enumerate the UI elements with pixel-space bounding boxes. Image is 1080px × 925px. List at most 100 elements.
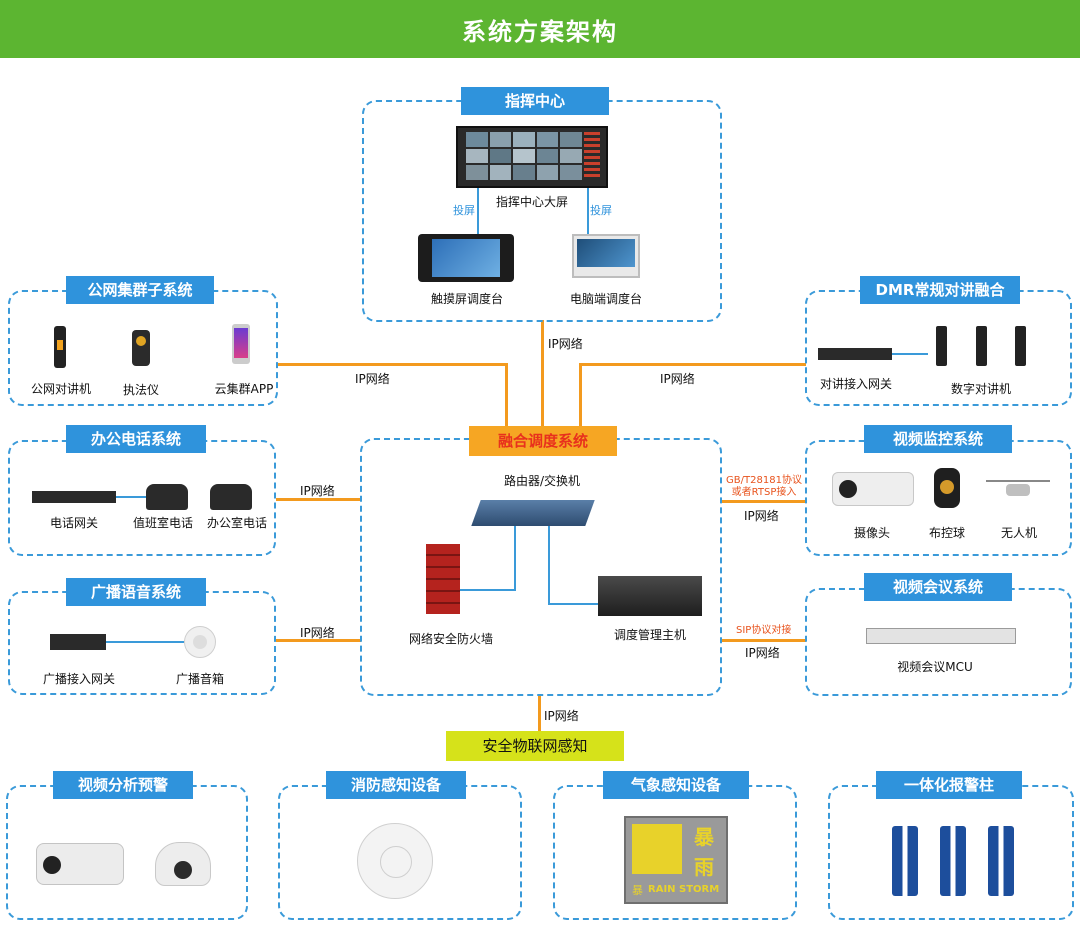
drone-image [986, 478, 1050, 500]
office-phone-item-2: 值班室电话 [132, 516, 193, 530]
link-label-video-conf: IP网络 [745, 646, 780, 660]
video-conf-header: 视频会议系统 [864, 573, 1012, 601]
firewall-image [426, 544, 460, 614]
speaker-image [184, 626, 216, 658]
rainstorm-sign-image: 暴 雨 暴 RAIN STORM [624, 816, 728, 904]
link-right-top-h [579, 363, 806, 366]
alarm-column-2-image [940, 826, 966, 896]
dmr-gateway-image [818, 348, 892, 360]
gb-note-line-1: GB/T28181协议 [726, 475, 802, 486]
alarm-column-3-image [988, 826, 1014, 896]
broadcast-item-1: 广播接入网关 [42, 672, 115, 686]
phone-gateway-image [32, 491, 116, 503]
video-conf-item-1: 视频会议MCU [897, 660, 973, 674]
command-center-header: 指挥中心 [461, 87, 609, 115]
link-phone [276, 498, 361, 501]
office-phone-item-1: 电话网关 [49, 516, 98, 530]
alarm-column-1-image [892, 826, 918, 896]
office-phone-image [210, 484, 252, 510]
router-firewall-v [514, 526, 516, 590]
firewall-label: 网络安全防火墙 [408, 632, 493, 646]
duty-phone-image [146, 484, 188, 510]
office-phone-item-3: 办公室电话 [206, 516, 267, 530]
touch-console-label: 触摸屏调度台 [430, 292, 503, 306]
body-camera-image [132, 330, 150, 366]
iot-header: 安全物联网感知 [446, 731, 624, 761]
dmr-radio-3-image [1015, 326, 1026, 366]
dmr-radio-1-image [936, 326, 947, 366]
link-label-broadcast: IP网络 [300, 626, 335, 640]
public-cluster-item-3: 云集群APP [214, 382, 274, 396]
link-video-conf [722, 639, 806, 642]
link-top [541, 320, 544, 427]
radio-device-image [54, 326, 66, 368]
link-video-monitor [722, 500, 806, 503]
link-right-top-v [579, 363, 582, 427]
weather-sensing-header: 气象感知设备 [603, 771, 749, 799]
link-left-top-v [505, 363, 508, 427]
phone-gateway-line [116, 496, 146, 498]
sign-mid-char: 雨 [694, 855, 714, 879]
cast-label-left: 投屏 [453, 204, 475, 217]
gb-note-line-2: 或者RTSP接入 [731, 487, 797, 498]
host-image [598, 576, 702, 616]
mcu-image [866, 628, 1016, 644]
broadcast-item-2: 广播音箱 [175, 672, 224, 686]
dmr-gateway-label: 对讲接入网关 [819, 377, 892, 391]
router-image [471, 500, 595, 526]
sign-top-char: 暴 [694, 825, 714, 849]
router-firewall-h [456, 589, 516, 591]
host-label: 调度管理主机 [613, 628, 686, 642]
dome-camera-image [155, 842, 211, 886]
video-monitor-item-2: 布控球 [928, 526, 965, 540]
page-title: 系统方案架构 [0, 0, 1080, 58]
big-screen-label: 指挥中心大屏 [495, 195, 568, 209]
link-label-video-monitor: IP网络 [744, 509, 779, 523]
fire-sensing-header: 消防感知设备 [326, 771, 466, 799]
pc-console-label: 电脑端调度台 [569, 292, 642, 306]
smoke-detector-image [357, 823, 433, 899]
router-host-v [548, 526, 550, 604]
cast-label-right: 投屏 [590, 204, 612, 217]
pc-console-image [572, 234, 640, 278]
touch-console-image [418, 234, 514, 282]
broadcast-gateway-image [50, 634, 106, 650]
alarm-column-header: 一体化报警柱 [876, 771, 1022, 799]
dmr-header: DMR常规对讲融合 [860, 276, 1020, 304]
video-monitor-item-3: 无人机 [1000, 526, 1037, 540]
public-cluster-item-2: 执法仪 [122, 383, 159, 397]
link-label-right-top: IP网络 [660, 372, 695, 386]
office-phone-header: 办公电话系统 [66, 425, 206, 453]
big-screen-image [456, 126, 608, 188]
link-left-top-h [278, 363, 507, 366]
link-label-phone: IP网络 [300, 484, 335, 498]
sign-small-char: 暴 [632, 884, 643, 897]
link-label-top: IP网络 [548, 337, 583, 351]
link-label-iot: IP网络 [544, 709, 579, 723]
cast-line-left [477, 188, 479, 234]
public-cluster-header: 公网集群子系统 [66, 276, 214, 304]
link-label-left-top: IP网络 [355, 372, 390, 386]
ptz-ball-image [934, 468, 960, 508]
router-label: 路由器/交换机 [503, 474, 581, 488]
router-host-h [548, 603, 598, 605]
dmr-radio-label: 数字对讲机 [950, 382, 1011, 396]
gb-note: GB/T28181协议 或者RTSP接入 [724, 475, 804, 499]
broadcast-header: 广播语音系统 [66, 578, 206, 606]
bullet-camera-image [36, 843, 124, 885]
public-cluster-item-1: 公网对讲机 [30, 382, 91, 396]
broadcast-line [106, 641, 184, 643]
dmr-gateway-line [892, 353, 928, 355]
video-monitor-item-1: 摄像头 [853, 526, 890, 540]
camera-image [832, 472, 914, 506]
video-monitor-header: 视频监控系统 [864, 425, 1012, 453]
link-broadcast [276, 639, 361, 642]
dmr-radio-2-image [976, 326, 987, 366]
sip-note: SIP协议对接 [736, 625, 792, 636]
video-analysis-header: 视频分析预警 [53, 771, 193, 799]
cloud-app-phone-image [232, 324, 250, 364]
cast-line-right [587, 188, 589, 234]
link-iot [538, 695, 541, 731]
core-header: 融合调度系统 [469, 426, 617, 456]
sign-en-text: RAIN STORM [648, 884, 720, 895]
